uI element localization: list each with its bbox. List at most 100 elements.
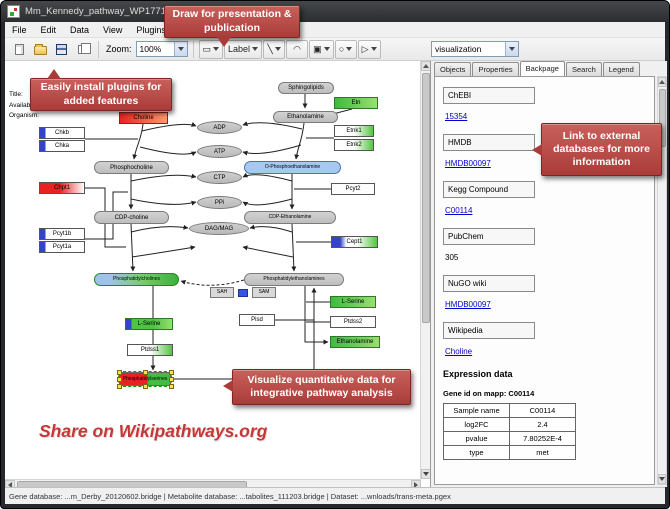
chevron-down-icon [346,47,353,51]
menu-bar: FileEditDataViewPluginsHelp [5,22,665,38]
node-l-serine[interactable]: L-Serine [330,296,376,308]
node-pisd[interactable]: Pisd [239,314,275,326]
new-button[interactable] [9,40,29,59]
node-sah[interactable]: SAH [210,287,234,298]
node-cdp-choline[interactable]: CDP-choline [94,211,169,224]
canvas-vertical-scrollbar[interactable] [420,61,430,479]
template-tool-icon: ▷ [361,43,369,54]
node-cept1[interactable]: Cept1 [331,236,378,248]
node-chpt1[interactable]: Chpt1 [39,182,85,194]
vertical-scroll-thumb[interactable] [422,73,430,323]
backpage-header-nugo-wiki: NuGO wiki [443,275,535,292]
scroll-down-button[interactable] [658,474,666,484]
backpage-link-choline[interactable]: Choline [445,347,473,356]
panel-scroll-thumb[interactable] [658,89,666,147]
node-atp[interactable]: ATP [197,145,242,158]
selection-handle[interactable] [169,377,174,382]
backpage-link-hmdb00097[interactable]: HMDB00097 [445,159,491,168]
panel-scrollbar[interactable] [657,76,667,485]
node-choline[interactable]: Choline [119,112,168,124]
tab-objects[interactable]: Objects [434,62,472,76]
visualization-combobox[interactable]: visualization [431,41,519,57]
tab-search[interactable]: Search [565,62,602,76]
zoom-dropdown-arrow[interactable] [173,42,187,56]
menu-item-file[interactable]: File [12,24,27,35]
open-button[interactable] [30,40,50,59]
tab-properties[interactable]: Properties [472,62,519,76]
node-phosphatidylethanolamines[interactable]: Phosphatidylethanolamines [244,273,344,286]
backpage-link-15354[interactable]: 15354 [445,112,468,121]
menu-item-plugins[interactable]: Plugins [136,24,166,35]
pathway-edge [139,146,197,157]
node-dag-mag[interactable]: DAG/MAG [189,222,249,235]
backpage-link-c00114[interactable]: C00114 [445,206,473,215]
node-pcyt1b[interactable]: Pcyt1b [39,228,85,240]
node-o-phosphoethanolamine[interactable]: O-Phosphoethanolamine [244,161,341,174]
node-etnk1[interactable]: Etnk1 [334,125,374,137]
backpage-value-305: 305 [445,253,459,262]
scroll-left-button[interactable] [5,480,15,489]
node-pemt[interactable] [238,289,248,297]
node-ppi[interactable]: PPi [197,196,242,209]
node-ethanolamine[interactable]: Ethanolamine [273,111,338,123]
copy-button[interactable] [72,40,92,59]
toolbar-line-tool[interactable]: ╲ [263,39,286,59]
toolbar-datanode-tool[interactable]: ▭ [198,39,224,59]
callout-tail-down [217,37,231,47]
chevron-down-icon [177,47,184,51]
tab-backpage[interactable]: Backpage [519,61,565,76]
selection-handle[interactable] [117,370,122,375]
node-etn[interactable]: Etn [334,97,378,109]
menu-item-data[interactable]: Data [70,24,90,35]
node-l-serine[interactable]: L-Serine [125,318,173,330]
title-bar[interactable]: Mm_Kennedy_pathway_WP1771_45176.gpml [1,1,669,22]
node-sphingolipids[interactable]: Sphingolipids [278,82,334,94]
menu-item-view[interactable]: View [103,24,123,35]
pathway-edge [242,245,294,258]
node-phosphatidylserines[interactable]: Phosphatidylserines [117,370,174,389]
tab-legend[interactable]: Legend [602,62,640,76]
node-pcyt1a[interactable]: Pcyt1a [39,241,85,253]
node-adp[interactable]: ADP [197,121,242,134]
node-etnk2[interactable]: Etnk2 [334,139,374,151]
save-button[interactable] [51,40,71,59]
selection-handle[interactable] [117,384,122,389]
backpage-link-hmdb00097[interactable]: HMDB00097 [445,300,491,309]
node-cdp-ethanolamine[interactable]: CDP-Ethanolamine [244,211,336,224]
node-sam[interactable]: SAM [252,287,276,298]
toolbar-oval-tool[interactable]: ○ [334,39,357,59]
toolbar-shape-tool[interactable]: ▣ [309,39,334,59]
label-tool-icon: Label [228,43,251,54]
menu-item-edit[interactable]: Edit [40,24,57,35]
scroll-up-button[interactable] [658,77,666,87]
line-tool-icon: ╲ [267,43,273,54]
zoom-combobox[interactable]: 100% [135,41,188,57]
selection-handle[interactable] [117,377,122,382]
toolbar-label-tool[interactable]: Label [224,39,263,59]
node-phosphatidylcholines[interactable]: Phosphatidylcholines [94,273,179,286]
selection-handle[interactable] [143,370,148,375]
visualization-dropdown-arrow[interactable] [505,42,518,56]
scroll-up-button[interactable] [421,61,430,71]
selection-handle[interactable] [143,384,148,389]
selection-handle[interactable] [169,370,174,375]
node-chkb[interactable]: Chkb [39,127,85,139]
toolbar-template-tool[interactable]: ▷ [357,39,381,59]
node-chka[interactable]: Chka [39,140,85,152]
scroll-down-button[interactable] [421,469,430,479]
toolbar-arc-tool[interactable]: ◠ [286,39,309,59]
node-pcyt2[interactable]: Pcyt2 [331,183,375,195]
node-ethanolamine[interactable]: Ethanolamine [330,336,380,348]
node-phosphocholine[interactable]: Phosphocholine [94,161,169,174]
scroll-right-button[interactable] [411,480,421,489]
selection-handle[interactable] [169,384,174,389]
backpage-header-wikipedia: Wikipedia [443,322,535,339]
node-ptdss2[interactable]: Ptdss2 [330,316,376,328]
arrow-down-icon [423,472,429,476]
node-ctp[interactable]: CTP [197,171,242,184]
node-ptdss1[interactable]: Ptdss1 [127,344,173,356]
